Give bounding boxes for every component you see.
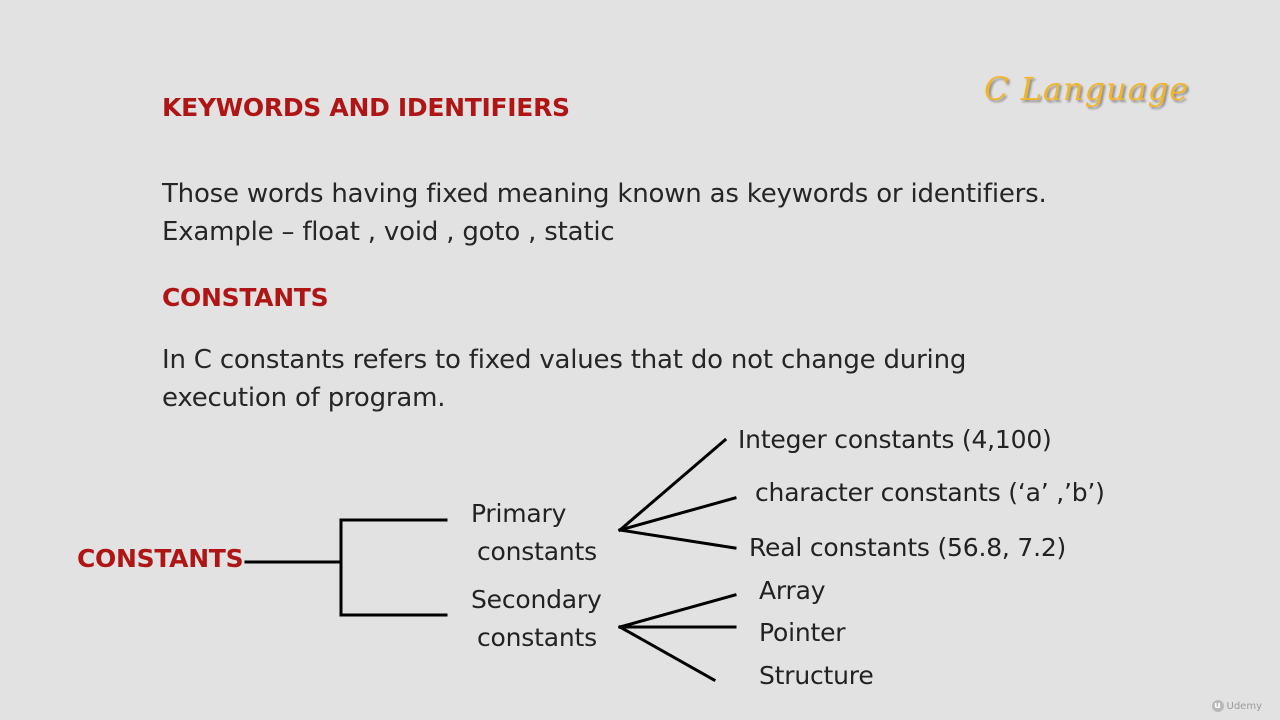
udemy-watermark: u Udemy: [1211, 700, 1262, 712]
keywords-heading: KEYWORDS AND IDENTIFIERS: [162, 93, 570, 122]
constants-line-2: execution of program.: [162, 383, 446, 413]
constants-line-1: In C constants refers to fixed values th…: [162, 345, 967, 375]
secondary-constants-line-1: Secondary: [471, 585, 602, 614]
constants-heading: CONSTANTS: [162, 283, 329, 312]
pointer-label: Pointer: [759, 618, 846, 647]
keywords-line-1: Those words having fixed meaning known a…: [162, 179, 1047, 209]
udemy-logo-icon: u: [1211, 700, 1224, 712]
primary-branch-character: [618, 496, 737, 532]
real-constants-label: Real constants (56.8, 7.2): [749, 533, 1067, 562]
array-label: Array: [759, 576, 826, 605]
primary-branch-integer: [617, 437, 728, 533]
brand-title: C Language: [984, 70, 1190, 108]
character-constants-label: character constants (‘a’ ,’b’): [755, 478, 1105, 507]
secondary-branch-array: [618, 593, 737, 629]
secondary-constants-line-2: constants: [477, 623, 597, 652]
primary-branch-real: [618, 528, 737, 550]
structure-label: Structure: [759, 661, 874, 690]
primary-constants-line-1: Primary: [471, 499, 567, 528]
integer-constants-label: Integer constants (4,100): [738, 425, 1052, 454]
keywords-line-2: Example – float , void , goto , static: [162, 217, 615, 247]
primary-constants-line-2: constants: [477, 537, 597, 566]
tree-root-label: CONSTANTS: [77, 544, 244, 573]
watermark-text: Udemy: [1226, 700, 1262, 712]
secondary-branch-structure: [617, 624, 717, 683]
